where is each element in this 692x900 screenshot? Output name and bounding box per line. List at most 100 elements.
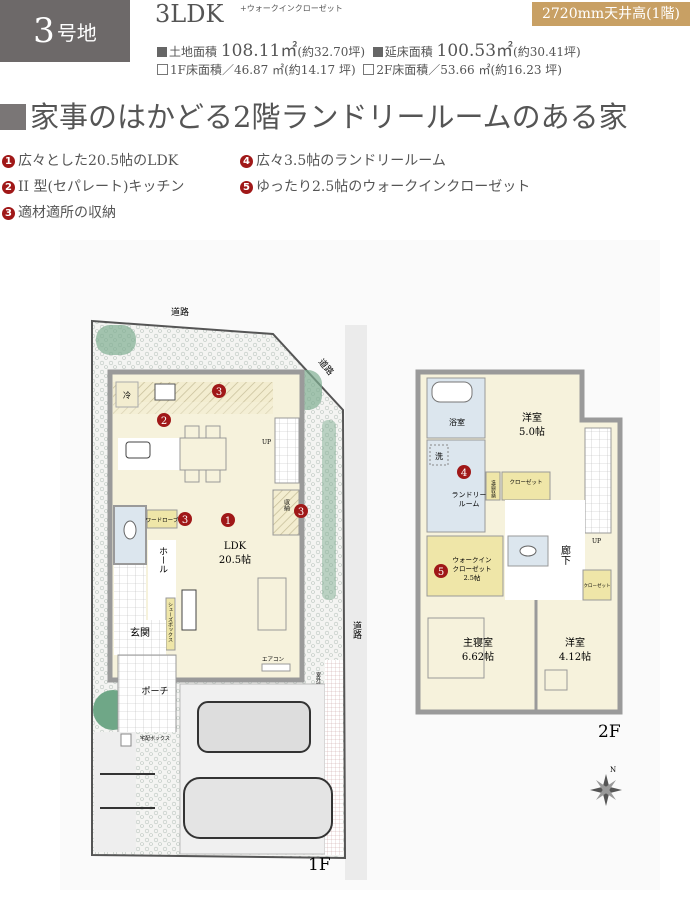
floor-area-tsubo: (約30.41坪) xyxy=(513,45,581,59)
aircon-icon xyxy=(261,663,291,672)
room1-label: 洋室 xyxy=(522,411,542,424)
land-area: 108.11㎡ xyxy=(220,41,298,61)
headline-text: 家事のはかどる2階ランドリールームのある家 xyxy=(30,100,628,134)
desk-icon xyxy=(544,669,568,691)
delivery-box-label: 宅配ボックス xyxy=(140,735,170,742)
closet-label: クローゼット xyxy=(584,582,611,589)
feature-text: ゆったり2.5帖のウォークインクローゼット xyxy=(256,179,531,195)
wash-storage xyxy=(485,471,501,501)
wardrobe-label: ワードローブ xyxy=(146,516,179,524)
feature-text: II 型(セパレート)キッチン xyxy=(18,179,185,195)
marker-5: 5 xyxy=(434,564,448,578)
hall-label: ホール xyxy=(157,546,168,573)
gravel-bed xyxy=(136,732,179,852)
square-bullet-icon xyxy=(372,47,383,57)
closet-1 xyxy=(501,471,551,501)
floor-area-label: 延床面積 xyxy=(384,45,433,59)
north-label: N xyxy=(610,766,616,774)
utility-tile xyxy=(114,565,146,620)
feature-text: 広々3.5帖のランドリールーム xyxy=(256,153,446,169)
laundry-room xyxy=(426,439,486,533)
land-area-label: 土地面積 xyxy=(169,45,218,59)
dining-table xyxy=(179,437,227,471)
marker-2: 2 xyxy=(157,413,171,427)
marker-4: 4 xyxy=(457,465,471,479)
wash-storage-label: 洗面収納 xyxy=(491,479,496,500)
road-label-right: 道路 xyxy=(351,620,362,640)
toilet-icon xyxy=(123,520,137,540)
feature-text: 適材適所の収納 xyxy=(18,205,116,221)
porch-label: ポーチ xyxy=(141,686,168,697)
corridor-label: 廊下 xyxy=(559,544,571,566)
marker-icon: 2 xyxy=(2,181,15,194)
up-label: UP xyxy=(592,538,601,545)
entrance xyxy=(114,620,166,655)
porch xyxy=(117,654,177,741)
marker-icon: 4 xyxy=(240,155,253,168)
marker-number: 3 xyxy=(298,507,304,518)
tree xyxy=(96,325,136,355)
hedge xyxy=(322,420,336,600)
sink-icon xyxy=(125,441,151,459)
lot-suffix: 号地 xyxy=(56,20,97,45)
floor-1-plan: 冷 UP 収納 ワードローブ ホール シューズボックス xyxy=(91,319,347,875)
fridge-label: 冷 xyxy=(123,390,131,400)
area-row-1: 土地面積 108.11㎡(約32.70坪) 延床面積 100.53㎡(約30.4… xyxy=(157,36,581,61)
room2-size: 4.12帖 xyxy=(559,650,591,663)
marker-number: 3 xyxy=(216,387,222,398)
shoebox-label: シューズボックス xyxy=(167,602,173,642)
marker-number: 1 xyxy=(225,516,231,527)
fridge xyxy=(115,381,139,408)
road-label-top: 道路 xyxy=(171,306,189,318)
wic-label-2: クローゼット xyxy=(453,564,492,573)
marker-icon: 1 xyxy=(2,155,15,168)
square-outline-icon xyxy=(363,64,375,75)
stairs xyxy=(274,417,300,484)
marker-number: 3 xyxy=(182,515,188,526)
laundry-label-1: ランドリー xyxy=(452,491,487,499)
ldk-label: LDK xyxy=(224,541,247,552)
wash-label: 洗 xyxy=(435,451,443,461)
washer xyxy=(429,444,449,466)
compass-icon: N xyxy=(590,766,622,806)
bed-icon xyxy=(427,617,485,679)
master-size: 6.62帖 xyxy=(462,650,494,663)
chair xyxy=(184,469,200,483)
marker-number: 2 xyxy=(161,416,167,427)
sofa xyxy=(257,577,287,631)
laundry-label-2: ルーム xyxy=(459,500,480,508)
room1-size: 5.0帖 xyxy=(519,425,545,438)
storage-label: 収納 xyxy=(283,499,290,512)
marker-3: 3 xyxy=(294,504,308,518)
headline: 家事のはかどる2階ランドリールームのある家 xyxy=(0,94,628,136)
aircon-label: エアコン xyxy=(262,656,285,663)
marker-icon: 3 xyxy=(2,207,15,220)
floor-2-plan: 浴室 洗 ランドリー ルーム 洗面収納 クローゼット 洋室 5.0帖 UP 廊下… xyxy=(415,369,623,742)
car-icon xyxy=(197,701,311,753)
delivery-box xyxy=(120,733,132,747)
square-bullet-icon xyxy=(157,47,167,57)
bathtub-icon xyxy=(431,381,473,403)
f2-area: 2F床面積／53.66 ㎡(約16.23 坪) xyxy=(376,63,562,77)
stairs xyxy=(584,427,612,534)
f1-area: 1F床面積／46.87 ㎡(約14.17 坪) xyxy=(170,63,356,77)
wardrobe xyxy=(146,509,178,529)
area-row-2: 1F床面積／46.87 ㎡(約14.17 坪) 2F床面積／53.66 ㎡(約1… xyxy=(157,61,562,78)
closet-2 xyxy=(582,569,612,601)
ceiling-badge: 2720mm天井高(1階) xyxy=(532,2,690,26)
road-strip xyxy=(345,325,367,880)
plan-type: 3LDK xyxy=(155,0,224,28)
wic-size: 2.5帖 xyxy=(464,573,481,582)
land-area-tsubo: (約32.70坪) xyxy=(297,45,366,59)
car-icon xyxy=(183,777,333,839)
floor-2-label: 2F xyxy=(598,722,621,742)
chair xyxy=(205,425,221,439)
stove-icon xyxy=(154,383,176,401)
